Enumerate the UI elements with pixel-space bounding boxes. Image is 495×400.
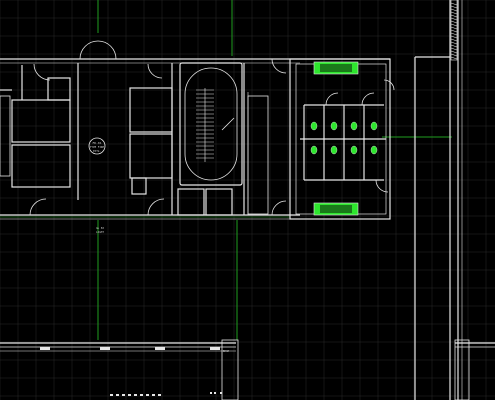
hatch-line [450, 44, 458, 48]
highlighted-fixtures [313, 61, 359, 216]
basin-counter-top-inner [320, 64, 352, 72]
bottom-dot [146, 394, 149, 396]
basin-counter-bottom-inner [320, 205, 352, 213]
wc-bowl [310, 121, 318, 131]
hatch-line [450, 32, 458, 36]
hatch-line [450, 53, 458, 57]
bottom-dot [220, 392, 222, 394]
wc-bowl [370, 145, 378, 155]
core-annotation: FD.01 TYPE FIRE EXTG. [88, 137, 106, 155]
left-room-a [11, 99, 71, 143]
hatch-line [450, 2, 458, 6]
slab-marker [155, 347, 165, 350]
stair-outer [179, 62, 243, 186]
door-swing-mid [147, 63, 163, 79]
hatch-line [450, 35, 458, 39]
hatch-line [450, 14, 458, 18]
note-label-2: LIGHT [96, 230, 104, 234]
wc-bowl [330, 145, 338, 155]
fire-extinguisher-symbol [88, 137, 106, 155]
hatch-line [450, 20, 458, 24]
bottom-dot [110, 394, 113, 396]
door-swing-stair-top [271, 58, 287, 74]
hatch-line [450, 47, 458, 51]
wc-fixtures [310, 121, 378, 155]
core-label-line2: TYPE FIRE [90, 145, 104, 149]
small-closet [47, 77, 71, 101]
wc-bowl [370, 121, 378, 131]
bottom-dot [116, 394, 119, 396]
door-swings [29, 40, 395, 216]
hatch-line [450, 41, 458, 45]
lower-box-a [177, 188, 205, 216]
wc-bowl [350, 121, 358, 131]
small-closet-2 [131, 177, 147, 195]
hatch-line [450, 8, 458, 12]
note-label: GL 50 [96, 226, 104, 230]
hatch-line [450, 29, 458, 33]
door-swing-top-left-2 [97, 40, 117, 60]
top-right-hatch [450, 0, 458, 61]
stair-inner [184, 67, 238, 181]
bottom-dot [158, 394, 161, 396]
hatch-line [450, 38, 458, 42]
hatch-line [450, 5, 458, 9]
hatch-line [450, 17, 458, 21]
bottom-tag: BEAM [223, 349, 230, 353]
wc-bowl [350, 145, 358, 155]
green-guide-lines [0, 0, 452, 340]
wc-bowl [330, 121, 338, 131]
slab-marker [100, 347, 110, 350]
bottom-dot [152, 394, 155, 396]
bottom-dot [210, 392, 212, 394]
toilet-block-outer [289, 58, 391, 220]
left-room-b [11, 144, 71, 188]
door-swing-top-left [79, 40, 99, 60]
left-stair-stub [0, 95, 11, 177]
bottom-dot [128, 394, 131, 396]
bottom-dot [214, 392, 216, 394]
bottom-dash-marks [40, 347, 222, 396]
column-base-left [221, 339, 239, 400]
door-swing-bottom-2 [147, 198, 165, 216]
slab-marker [40, 347, 50, 350]
door-swing-toilet-1 [325, 92, 339, 106]
stair-arrow [221, 117, 235, 131]
hatch-line [450, 26, 458, 30]
door-swing-toilet-3 [375, 179, 389, 193]
lower-box-b [205, 188, 233, 216]
core-label-line1: FD.01 [92, 141, 101, 145]
hatch-line [450, 50, 458, 54]
door-swing-toilet-2 [361, 92, 375, 106]
lower-box-c [247, 95, 269, 215]
hatch-line [450, 56, 458, 60]
hatch-line [450, 11, 458, 15]
door-swing-stair [271, 200, 287, 216]
slab-marker [210, 347, 220, 350]
wc-bowl [310, 145, 318, 155]
bottom-dot [122, 394, 125, 396]
hatch-line [450, 23, 458, 27]
bottom-dot [134, 394, 137, 396]
stair-treads [196, 88, 214, 162]
core-label-line3: EXTG. [93, 149, 101, 153]
door-swing-left [33, 63, 51, 81]
bottom-dot [140, 394, 143, 396]
door-swing-bottom-1 [29, 198, 47, 216]
column-base-right [454, 339, 470, 400]
door-swing-toilet-4 [383, 79, 395, 91]
